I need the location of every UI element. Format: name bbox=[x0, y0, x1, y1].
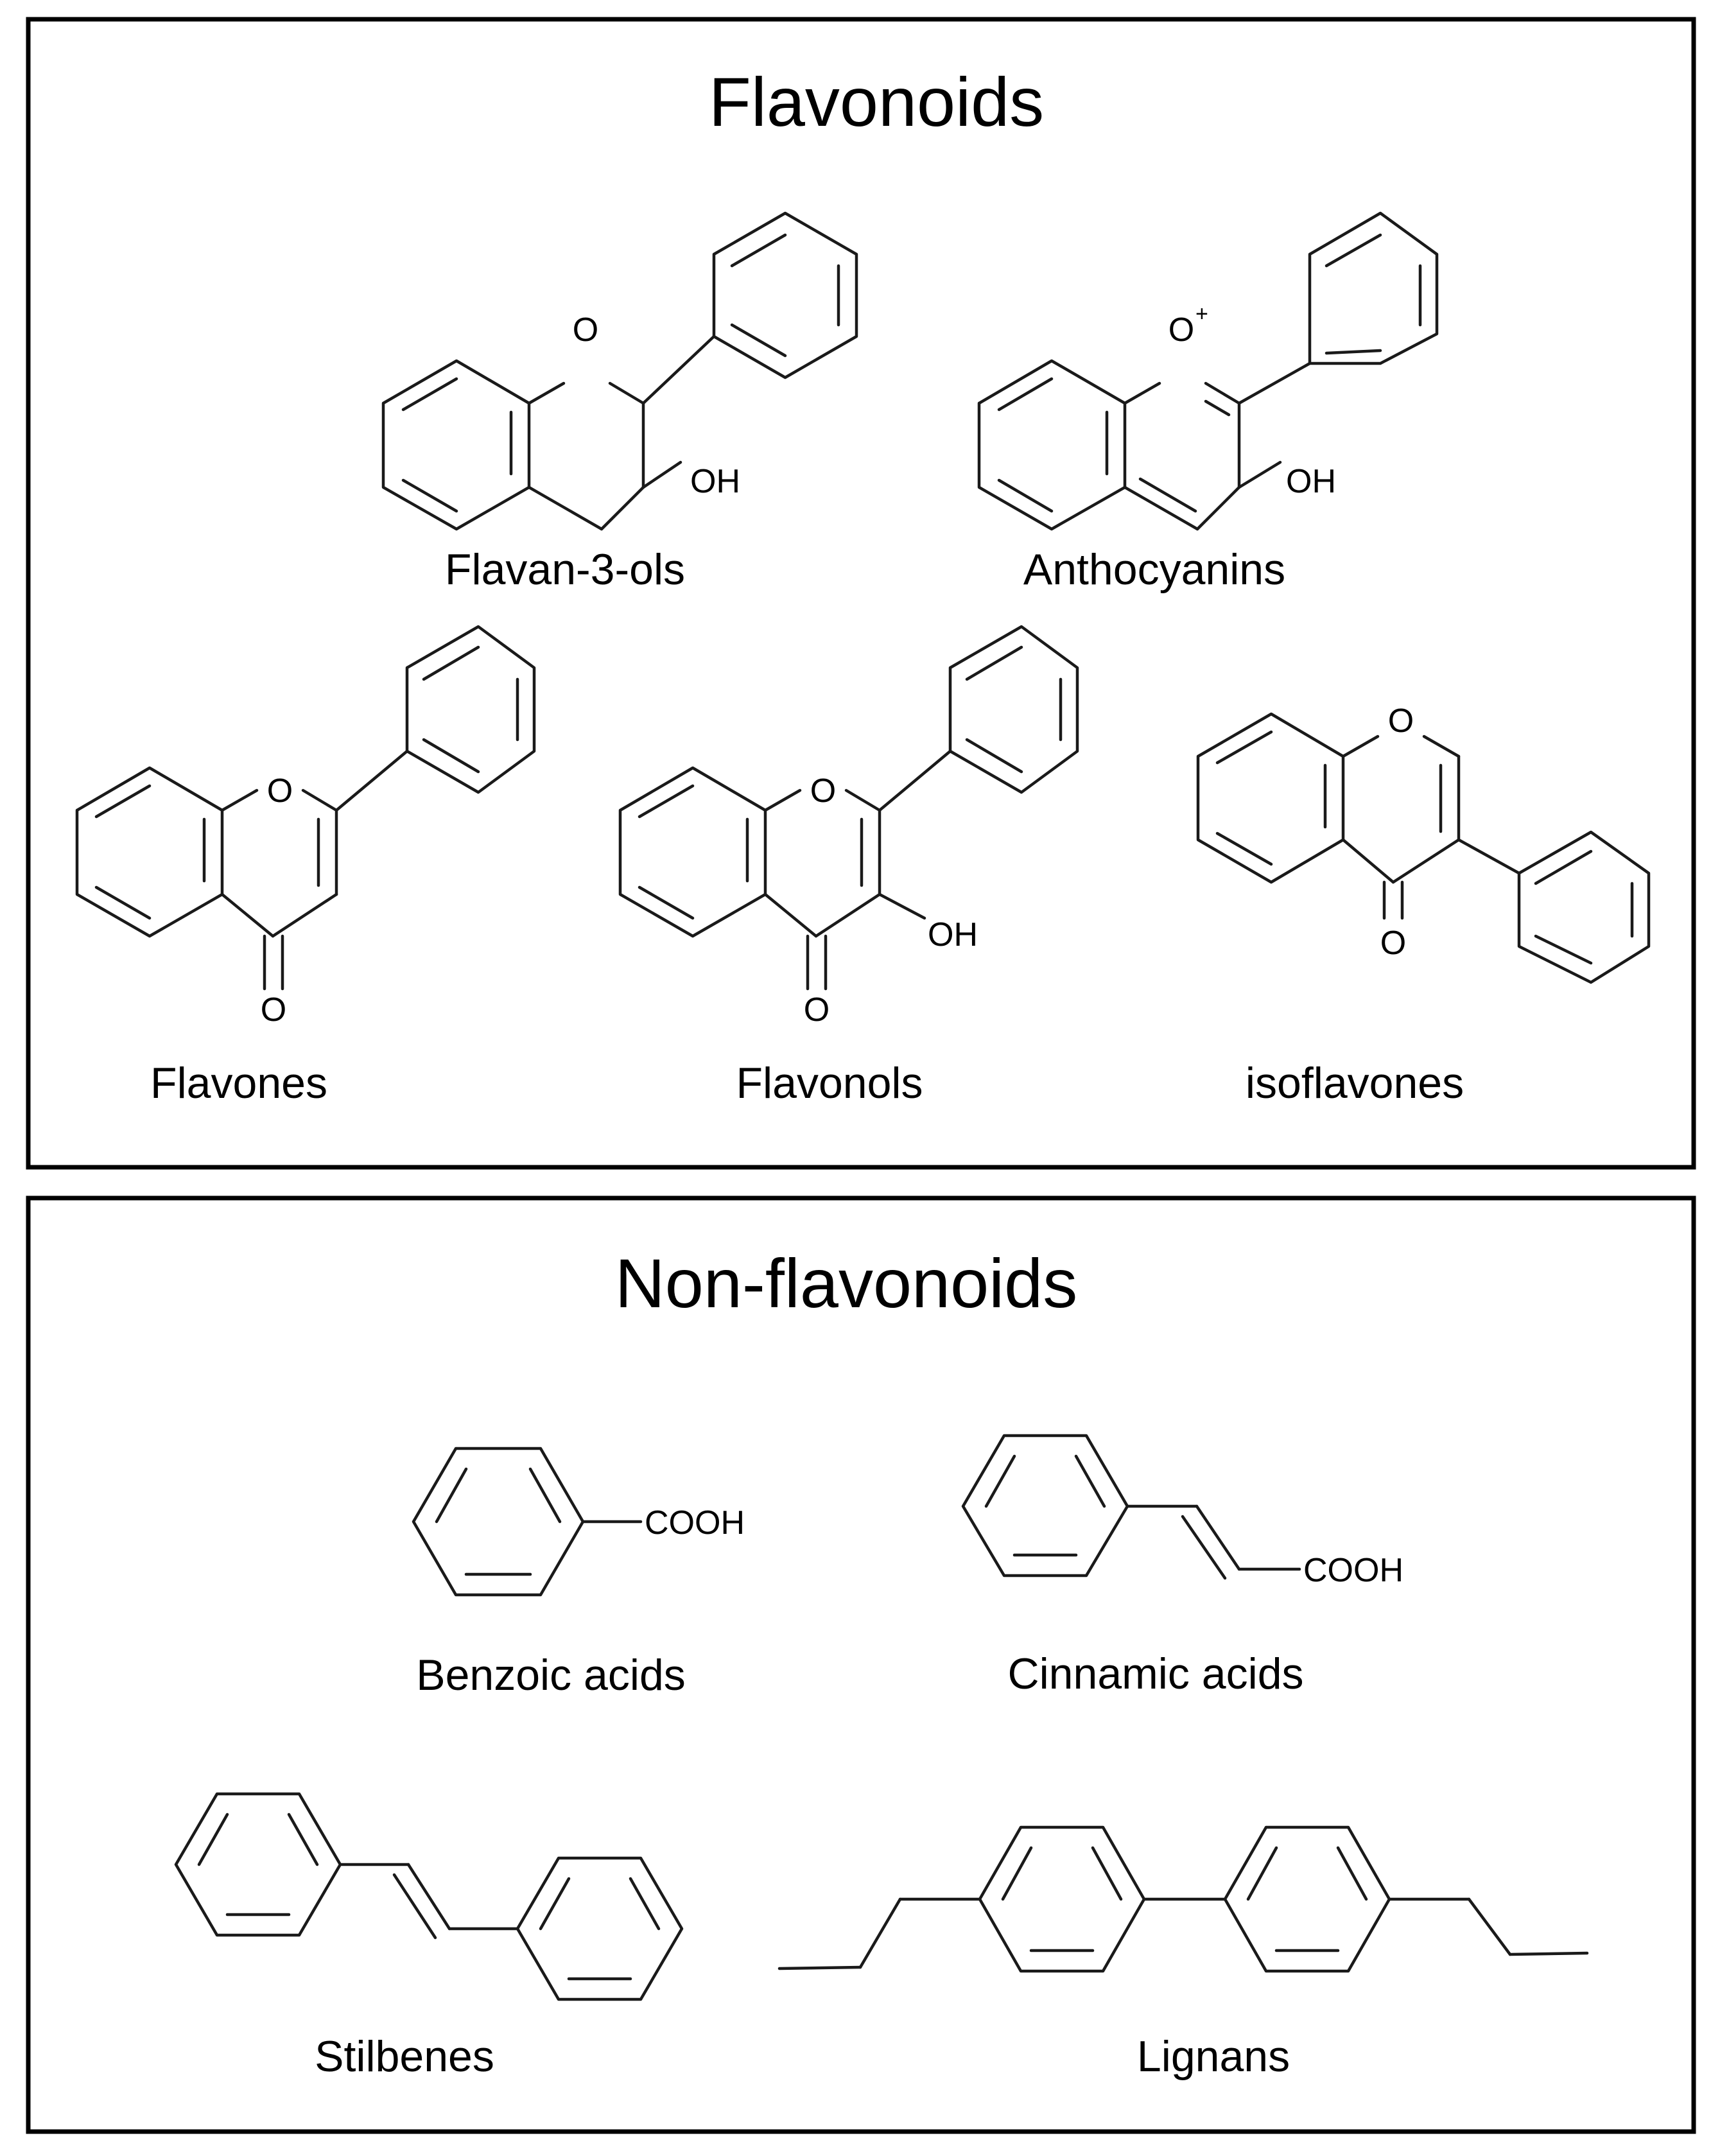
benzoic-acids-structure: COOH bbox=[412, 1447, 745, 1597]
atom-label: O bbox=[1380, 925, 1406, 962]
non-flavonoids-panel: Non-flavonoids COOH Benzoic acids COOH C… bbox=[26, 1195, 1696, 2134]
atom-label: OH bbox=[928, 916, 978, 953]
lignans-structure bbox=[777, 1825, 1589, 1973]
isoflavones-structure: O O bbox=[1196, 702, 1651, 984]
atom-label: O bbox=[804, 991, 830, 1029]
atom-label: COOH bbox=[1303, 1552, 1403, 1589]
flavones-structure: O O bbox=[75, 625, 536, 1029]
structure-bonds bbox=[961, 1434, 1301, 1580]
structure-bonds bbox=[174, 1792, 684, 2001]
compound-name-benzoic-acids: Benzoic acids bbox=[416, 1651, 686, 1700]
atom-label: O bbox=[267, 772, 293, 810]
structure-bonds bbox=[618, 625, 1079, 991]
non-flavonoids-title: Non-flavonoids bbox=[615, 1244, 1077, 1322]
compound-name-flavonols: Flavonols bbox=[736, 1059, 923, 1108]
structure-bonds bbox=[977, 211, 1439, 531]
atom-label: O bbox=[1168, 311, 1194, 349]
atom-label: O bbox=[573, 311, 598, 349]
stilbenes-structure bbox=[174, 1792, 684, 2001]
atom-charge: + bbox=[1195, 302, 1208, 326]
cinnamic-acids-structure: COOH bbox=[961, 1434, 1403, 1589]
atom-label: O bbox=[261, 991, 286, 1029]
flavonoids-panel: Flavonoids O OH Flavan-3-ols bbox=[26, 17, 1696, 1170]
structure-bonds bbox=[412, 1447, 643, 1597]
structure-bonds bbox=[1196, 712, 1651, 984]
structure-bonds bbox=[75, 625, 536, 991]
atom-label: OH bbox=[1286, 463, 1336, 500]
atom-label: OH bbox=[690, 463, 740, 500]
compound-name-flavones: Flavones bbox=[150, 1059, 327, 1108]
flavonols-structure: O OH O bbox=[618, 625, 1079, 1029]
anthocyanins-structure: O + OH bbox=[977, 211, 1439, 531]
compound-name-anthocyanins: Anthocyanins bbox=[1023, 545, 1285, 594]
flavan-3-ols-structure: O OH bbox=[381, 211, 858, 531]
compound-name-stilbenes: Stilbenes bbox=[315, 2032, 494, 2081]
compound-name-cinnamic-acids: Cinnamic acids bbox=[1007, 1649, 1303, 1698]
flavonoids-frame bbox=[26, 17, 1696, 1170]
compound-name-lignans: Lignans bbox=[1137, 2032, 1290, 2081]
atom-label: O bbox=[810, 772, 836, 810]
compound-name-flavan-3-ols: Flavan-3-ols bbox=[445, 545, 685, 594]
structure-bonds bbox=[777, 1825, 1589, 1973]
flavonoids-title: Flavonoids bbox=[709, 63, 1044, 141]
atom-label: O bbox=[1388, 702, 1414, 740]
structure-bonds bbox=[381, 211, 858, 531]
non-flavonoids-frame bbox=[26, 1195, 1696, 2134]
atom-label: COOH bbox=[645, 1504, 745, 1542]
compound-name-isoflavones: isoflavones bbox=[1246, 1059, 1464, 1108]
